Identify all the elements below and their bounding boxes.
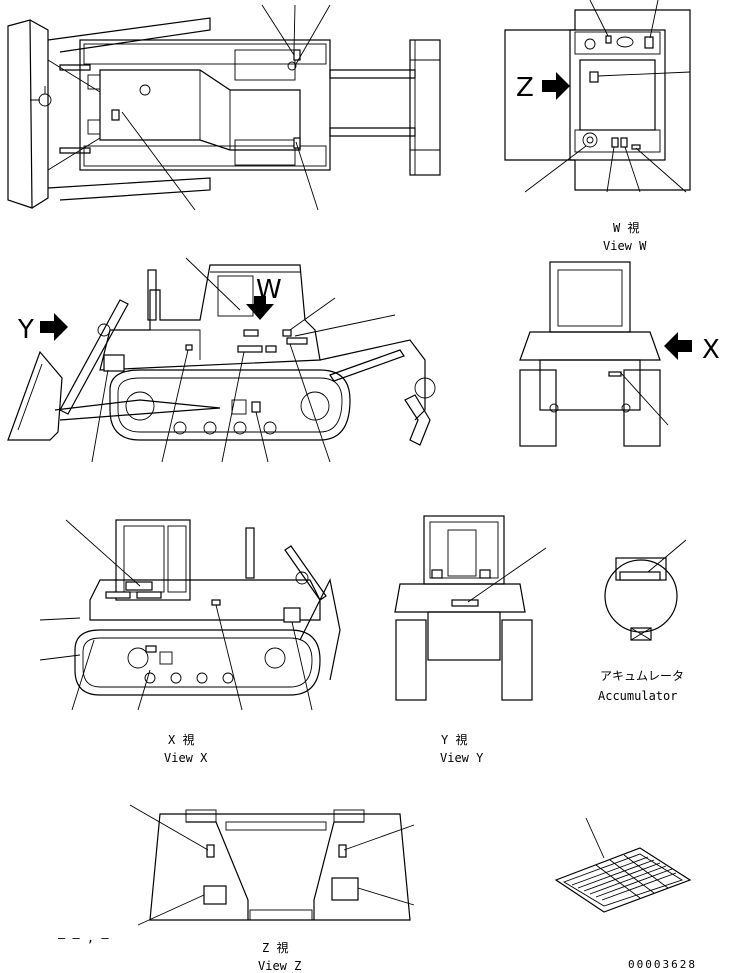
view-z-jp-label: Z 視: [262, 940, 288, 955]
decal: [111, 109, 120, 121]
decal: [451, 599, 479, 607]
decal: [265, 345, 277, 353]
blade: [7, 19, 33, 209]
arrow-label-x: X: [702, 335, 720, 365]
arrow-down-icon: [246, 296, 274, 320]
track: [74, 629, 321, 696]
decal: [185, 344, 193, 351]
view-y-label: View Y: [440, 751, 484, 765]
arrow-label-w: W: [256, 275, 282, 305]
accumulator-label: Accumulator: [598, 689, 677, 703]
frame: [79, 39, 331, 171]
top-view-drawing: [7, 4, 441, 211]
arrow-right-icon: [40, 313, 68, 341]
footnote: – – , –: [58, 931, 109, 945]
view-x-label: View X: [164, 751, 208, 765]
view-w-label: View W: [603, 239, 647, 253]
decal: [243, 329, 259, 337]
view-z-label: View Z: [258, 959, 301, 973]
decal: [338, 844, 347, 858]
decal: [251, 401, 261, 413]
accumulator-drawing: [604, 539, 687, 641]
decal: [203, 885, 227, 905]
drawing-code: 00003628: [628, 958, 697, 971]
decal: [608, 371, 622, 377]
arrow-right-icon: [542, 72, 570, 100]
view-x-drawing: [39, 519, 341, 711]
decal: [237, 345, 263, 353]
decal: [293, 137, 301, 149]
decal: [331, 877, 359, 901]
decal: [103, 354, 125, 372]
view-w-jp-label: W 視: [613, 220, 639, 235]
track: [109, 369, 351, 441]
decal: [286, 337, 308, 345]
decal: [619, 571, 661, 581]
side-view-drawing: W Y: [7, 257, 436, 463]
arrow-label-y: Y: [17, 315, 34, 345]
decal-sheet-drawing: [554, 817, 692, 913]
decal: [206, 844, 215, 858]
accumulator-jp-label: アキュムレータ: [600, 669, 684, 683]
arrow-left-icon: [664, 332, 692, 360]
view-y-drawing: [394, 515, 547, 701]
view-x-jp-label: X 視: [168, 732, 194, 747]
view-y-jp-label: Y 視: [441, 732, 467, 747]
view-w-drawing: Z: [504, 0, 691, 193]
view-z-drawing: [129, 804, 415, 926]
decal: [282, 329, 292, 337]
rear-view-drawing: X: [519, 261, 720, 447]
arrow-label-z: Z: [516, 73, 534, 103]
